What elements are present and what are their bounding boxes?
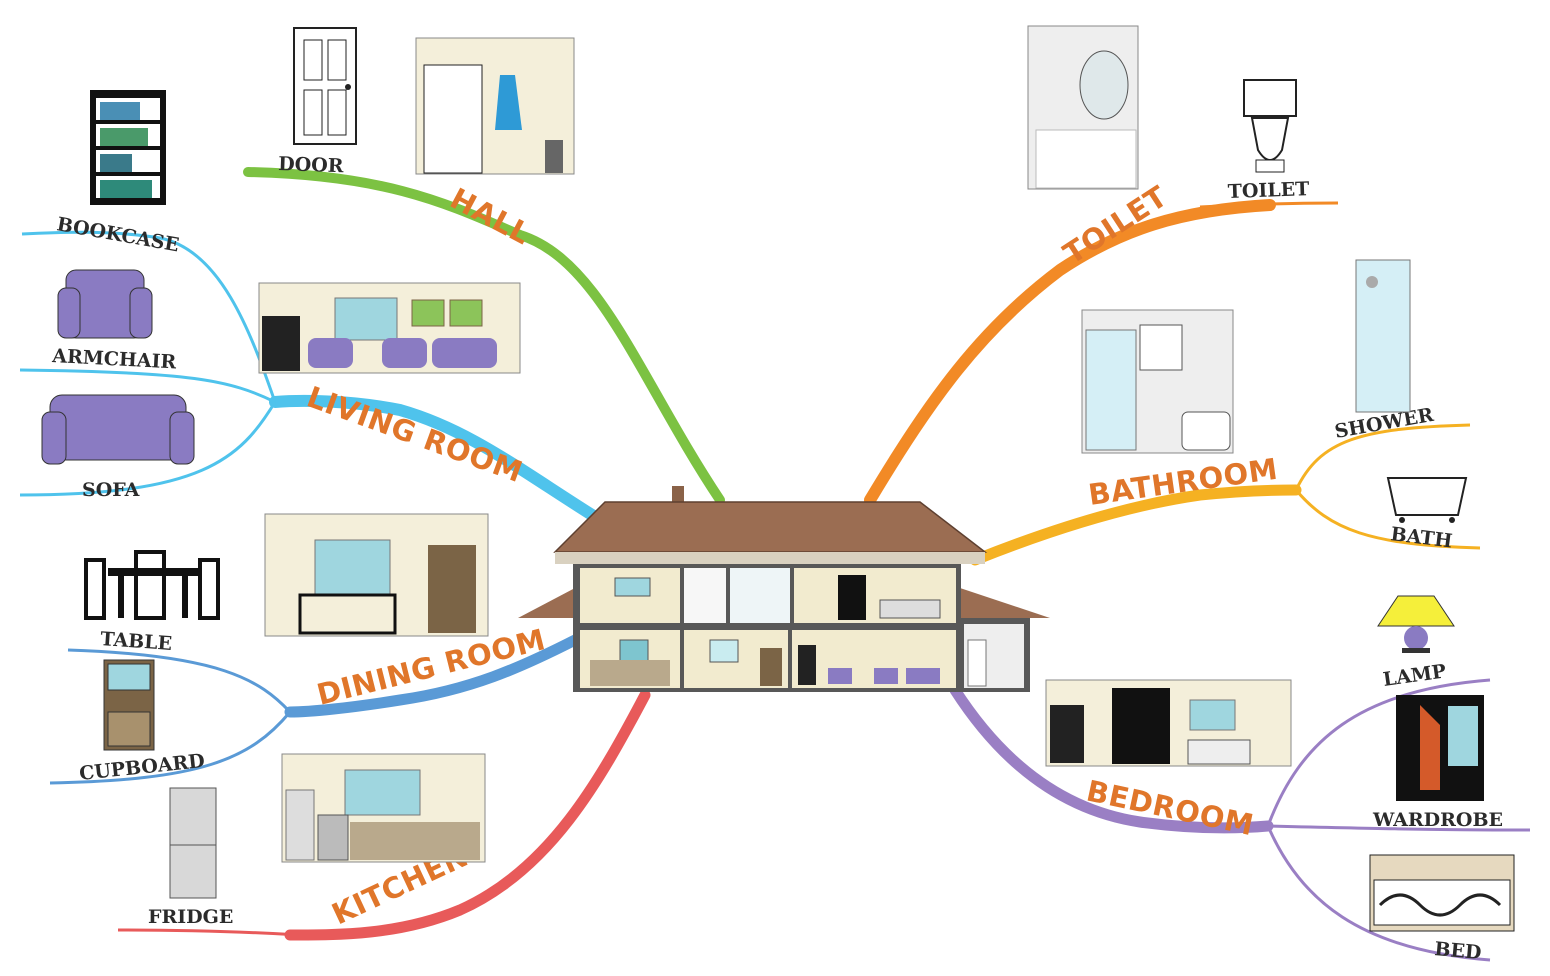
bookcase-icon <box>90 90 166 205</box>
house-cross-section <box>518 486 1050 692</box>
dining-room-sub-cupboard <box>49 711 292 785</box>
bedroom-sub-lamp <box>1266 678 1491 827</box>
kitchen-tail <box>117 928 301 937</box>
item-label-cupboard: CUPBOARD <box>78 750 206 785</box>
dining-room-branch <box>284 634 581 718</box>
living-room-sub-armchair <box>19 368 276 404</box>
bathroom-scene-picture <box>1081 309 1234 454</box>
toilet-icon <box>1243 79 1297 173</box>
dining-room-sub-table <box>67 648 292 714</box>
hall-branch-tail <box>247 170 431 202</box>
item-label-bath: BATH <box>1389 523 1453 552</box>
item-label-bed: BED <box>1434 938 1483 964</box>
item-label-toilet: TOILET <box>1227 178 1309 203</box>
item-label-armchair: ARMCHAIR <box>51 345 177 374</box>
wardrobe-icon <box>1396 695 1484 801</box>
sofa-icon <box>41 394 195 465</box>
lamp-icon <box>1377 595 1455 653</box>
shower-icon <box>1355 259 1411 413</box>
dining-room-scene-picture <box>264 513 489 637</box>
hall-branch <box>243 167 725 505</box>
armchair-icon <box>57 269 153 339</box>
bedroom-branch <box>949 684 1274 834</box>
living-room-sub-sofa <box>19 401 277 497</box>
living-room-label: LIVING ROOM <box>303 380 528 489</box>
item-label-wardrobe: WARDROBE <box>1372 809 1503 831</box>
item-label-sofa: SOFA <box>82 479 140 501</box>
item-label-door: DOOR <box>278 153 344 177</box>
cupboard-icon <box>103 659 155 751</box>
fridge-icon <box>169 787 217 899</box>
toilet-scene-picture <box>1027 25 1139 190</box>
kitchen-scene-picture <box>281 753 486 863</box>
living-room-scene-picture <box>258 282 521 374</box>
bedroom-sub-bed <box>1266 825 1491 962</box>
kitchen-branch <box>284 689 651 941</box>
living-room-branch <box>269 394 606 526</box>
bedroom-sub-wardrobe <box>1267 824 1531 832</box>
door-icon <box>293 27 357 145</box>
item-label-fridge: FRIDGE <box>148 906 233 928</box>
bathroom-branch <box>969 484 1302 566</box>
item-label-table: TABLE <box>100 628 173 655</box>
living-room-sub-bookcase <box>21 230 277 403</box>
item-label-bookcase: BOOKCASE <box>55 213 181 256</box>
hall-label: HALL <box>445 181 537 251</box>
bathroom-sub-shower <box>1294 423 1471 491</box>
toilet-branch <box>864 199 1276 506</box>
bed-icon <box>1369 854 1515 932</box>
bedroom-scene-picture <box>1045 679 1292 767</box>
bathroom-sub-bath <box>1294 489 1481 550</box>
toilet-tail <box>1199 201 1339 209</box>
table-icon <box>84 550 220 620</box>
bedroom-label: BEDROOM <box>1084 774 1257 843</box>
bath-icon <box>1386 477 1468 523</box>
hall-scene-picture <box>415 37 575 175</box>
